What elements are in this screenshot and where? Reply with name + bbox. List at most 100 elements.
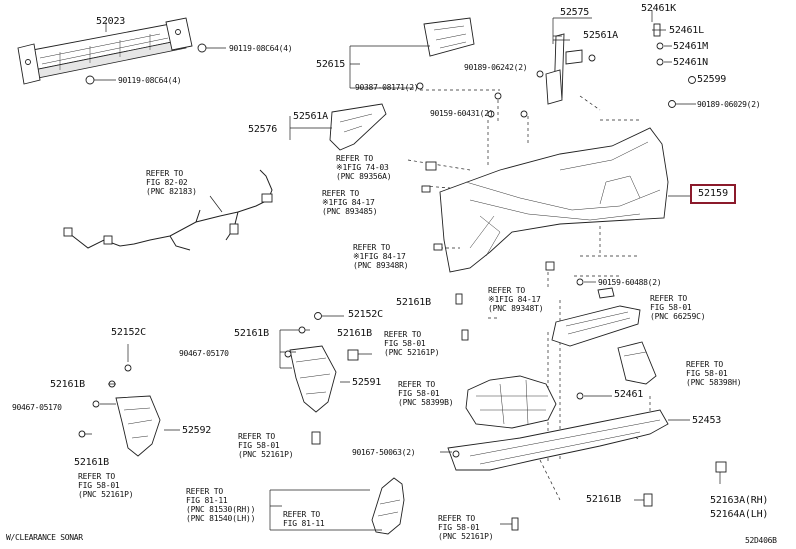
refer-to-fig-81-11-a[interactable]: REFER TO FIG 81-11 (PNC 81530(RH)) (PNC … bbox=[186, 487, 255, 523]
part-label-52159-highlighted[interactable]: 52159 bbox=[690, 184, 737, 204]
refer-to-fig-82-02[interactable]: REFER TO FIG 82-02 (PNC 82183) bbox=[146, 169, 197, 196]
part-label-52152c-left: 52152C bbox=[111, 327, 146, 338]
refer-line: (PNC 89348R) bbox=[353, 261, 409, 270]
diagram-code: 52D406B bbox=[745, 536, 777, 545]
refer-line: FIG 81-11 bbox=[283, 519, 325, 528]
part-label-52461m: 52461M bbox=[673, 41, 708, 52]
refer-to-fig-58-01-58399b[interactable]: REFER TO FIG 58-01 (PNC 58399B) bbox=[398, 380, 454, 407]
refer-line: ※1FIG 84-17 bbox=[322, 198, 375, 207]
bracket-52576-part bbox=[289, 103, 387, 151]
refer-line: FIG 81-11 bbox=[186, 496, 228, 505]
part-label-52164a-lh: 52164A(LH) bbox=[710, 509, 769, 520]
part-label-52161b-left-bottom: 52161B bbox=[74, 457, 109, 468]
reflector-52163A-part bbox=[715, 461, 727, 484]
part-label-90387-08171: 90387-08171(2) bbox=[355, 83, 419, 92]
refer-line: REFER TO bbox=[186, 487, 223, 496]
refer-line: REFER TO bbox=[78, 472, 115, 481]
part-label-52575: 52575 bbox=[560, 7, 590, 18]
refer-to-fig-81-11-b[interactable]: REFER TO FIG 81-11 bbox=[283, 510, 325, 528]
refer-line: REFER TO bbox=[384, 330, 421, 339]
refer-to-fig-58-01-52161p-d[interactable]: REFER TO FIG 58-01 (PNC 52161P) bbox=[438, 514, 494, 541]
refer-line: FIG 58-01 bbox=[238, 441, 280, 450]
refer-line: REFER TO bbox=[283, 510, 320, 519]
refer-line: ※1FIG 84-17 bbox=[353, 252, 406, 261]
part-label-90167-50063: 90167-50063(2) bbox=[352, 448, 416, 457]
part-label-52163a-rh: 52163A(RH) bbox=[710, 495, 769, 506]
part-label-52599: 52599 bbox=[697, 74, 727, 85]
refer-line: REFER TO bbox=[686, 360, 723, 369]
refer-line: ※1FIG 74-03 bbox=[336, 163, 389, 172]
refer-line: REFER TO bbox=[488, 286, 525, 295]
refer-to-fig-74-03[interactable]: REFER TO ※1FIG 74-03 (PNC 89356A) bbox=[336, 154, 392, 181]
refer-to-fig-84-17-a[interactable]: REFER TO ※1FIG 84-17 (PNC 893485) bbox=[322, 189, 378, 216]
refer-line: FIG 58-01 bbox=[384, 339, 426, 348]
refer-line: FIG 58-01 bbox=[650, 303, 692, 312]
part-label-90467-05170-mid: 90467-05170 bbox=[179, 349, 229, 358]
part-label-90467-05170-left: 90467-05170 bbox=[12, 403, 62, 412]
part-label-52161b-mid2: 52161B bbox=[337, 328, 372, 339]
refer-to-fig-58-01-66259c[interactable]: REFER TO FIG 58-01 (PNC 66259C) bbox=[650, 294, 706, 321]
refer-line: FIG 58-01 bbox=[438, 523, 480, 532]
refer-to-fig-58-01-52161p-a[interactable]: REFER TO FIG 58-01 (PNC 52161P) bbox=[384, 330, 440, 357]
rear-bumper-cover-part bbox=[439, 127, 690, 273]
part-label-90119-08c64: 90119-08C64(4) bbox=[229, 44, 293, 53]
refer-line: REFER TO bbox=[650, 294, 687, 303]
part-label-52591: 52591 bbox=[352, 377, 382, 388]
part-label-52561a-top: 52561A bbox=[583, 30, 618, 41]
lamp-81530-part bbox=[269, 477, 405, 535]
part-label-52161b-bottom: 52161B bbox=[586, 494, 621, 505]
refer-to-fig-58-01-52161p-b[interactable]: REFER TO FIG 58-01 (PNC 52161P) bbox=[238, 432, 294, 459]
refer-to-fig-84-17-b[interactable]: REFER TO ※1FIG 84-17 (PNC 89348R) bbox=[353, 243, 409, 270]
part-label-90159-60488: 90159-60488(2) bbox=[598, 278, 662, 287]
part-label-52161b-left: 52161B bbox=[50, 379, 85, 390]
bracket-52615-part bbox=[349, 17, 475, 90]
wire-harness-part bbox=[63, 169, 273, 251]
part-label-52023: 52023 bbox=[96, 16, 126, 27]
part-label-52152c-mid: 52152C bbox=[348, 309, 383, 320]
part-label-52461k: 52461K bbox=[641, 3, 676, 14]
refer-line: FIG 58-01 bbox=[78, 481, 120, 490]
part-label-90159-60431: 90159-60431(2) bbox=[430, 109, 494, 118]
refer-line: FIG 82-02 bbox=[146, 178, 188, 187]
misc-fasteners bbox=[421, 161, 653, 531]
bracket-52561A-part bbox=[536, 17, 596, 105]
part-label-52592: 52592 bbox=[182, 425, 212, 436]
refer-line: (PNC 58399B) bbox=[398, 398, 454, 407]
clip-fasteners bbox=[487, 10, 696, 118]
part-label-52461: 52461 bbox=[614, 389, 644, 400]
refer-line: (PNC 82183) bbox=[146, 187, 197, 196]
refer-line: REFER TO bbox=[353, 243, 390, 252]
refer-line: REFER TO bbox=[322, 189, 359, 198]
refer-line: (PNC 52161P) bbox=[238, 450, 294, 459]
refer-to-fig-84-17-c[interactable]: REFER TO ※1FIG 84-17 (PNC 89348T) bbox=[488, 286, 544, 313]
part-label-90189-06242: 90189-06242(2) bbox=[464, 63, 528, 72]
lower-bumper-52453-part bbox=[447, 392, 690, 471]
refer-line: (PNC 66259C) bbox=[650, 312, 706, 321]
refer-line: REFER TO bbox=[438, 514, 475, 523]
refer-to-fig-58-01-52161p-c[interactable]: REFER TO FIG 58-01 (PNC 52161P) bbox=[78, 472, 134, 499]
footnote-caption: W/CLEARANCE SONAR bbox=[6, 533, 83, 542]
side-retainer-mid-part bbox=[279, 312, 372, 445]
part-label-52615: 52615 bbox=[316, 59, 346, 70]
refer-line: (PNC 893485) bbox=[322, 207, 378, 216]
bolt-fastener bbox=[85, 22, 226, 85]
refer-line: FIG 58-01 bbox=[686, 369, 728, 378]
refer-to-fig-58-01-58398h[interactable]: REFER TO FIG 58-01 (PNC 58398H) bbox=[686, 360, 742, 387]
part-label-90189-06029: 90189-06029(2) bbox=[697, 100, 761, 109]
refer-line: (PNC 52161P) bbox=[384, 348, 440, 357]
part-label-52576: 52576 bbox=[248, 124, 278, 135]
part-label-52161b-mid: 52161B bbox=[234, 328, 269, 339]
refer-line: REFER TO bbox=[398, 380, 435, 389]
refer-line: ※1FIG 84-17 bbox=[488, 295, 541, 304]
refer-line: REFER TO bbox=[146, 169, 183, 178]
part-label-52161b-a: 52161B bbox=[396, 297, 431, 308]
part-label-52461n: 52461N bbox=[673, 57, 708, 68]
side-bracket-66259C-part bbox=[551, 287, 641, 347]
part-label-90119-08c64-lower: 90119-08C64(4) bbox=[118, 76, 182, 85]
refer-line: (PNC 52161P) bbox=[78, 490, 134, 499]
lower-panel-part bbox=[465, 375, 557, 429]
refer-line: (PNC 58398H) bbox=[686, 378, 742, 387]
refer-line: (PNC 81540(LH)) bbox=[186, 514, 256, 523]
